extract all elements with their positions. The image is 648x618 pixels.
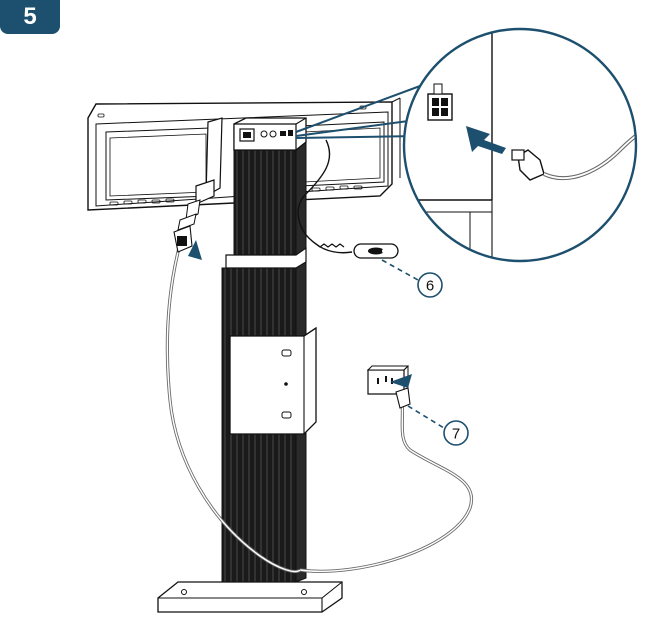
zoom-connector-lines [295,85,421,139]
control-box [233,117,307,151]
callout-6-label: 6 [426,278,434,295]
hand-control-cable [297,139,353,254]
zoom-detail [402,27,638,263]
callout-7: 7 [407,405,469,446]
power-cable [299,387,474,573]
callout-6: 6 [381,259,443,298]
step-number-badge: 5 [0,0,60,34]
power-box [229,326,317,435]
callout-7-label: 7 [452,426,460,443]
outlet-arrow-icon [390,374,412,388]
motor-cable [165,225,302,574]
column-upper [233,140,307,256]
hand-control [353,243,399,259]
down-arrow-icon [188,240,202,260]
hanging-bracket [177,117,223,231]
insert-arrow-icon [466,126,506,154]
base-plate [157,581,343,613]
